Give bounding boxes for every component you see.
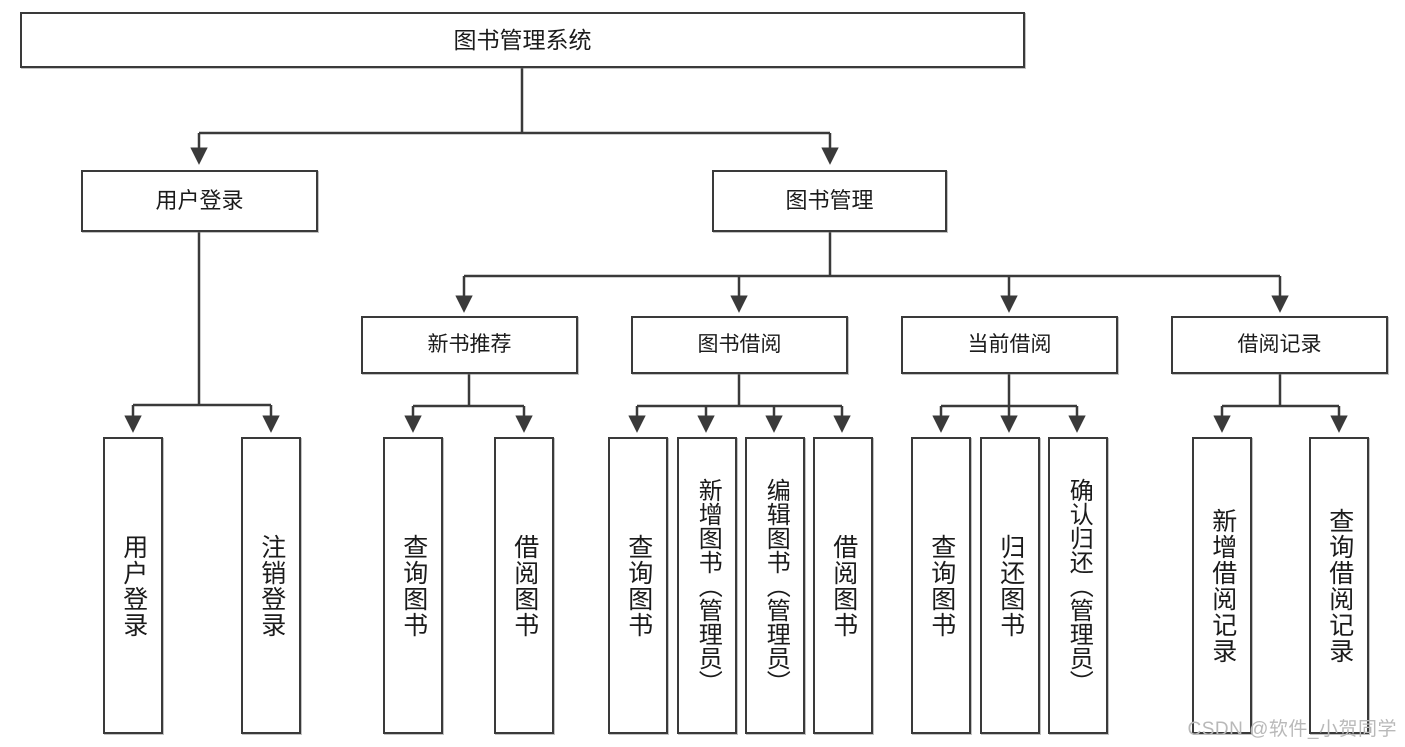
node-label: 查询图书 [399, 533, 428, 638]
node-current-borrow[interactable]: 当前借阅 [901, 316, 1118, 374]
leaf-newbook-query-book[interactable]: 查询图书 [383, 437, 443, 734]
leaf-current-query-book[interactable]: 查询图书 [911, 437, 971, 734]
leaf-borrow-borrow-book[interactable]: 借阅图书 [813, 437, 873, 734]
node-root-system[interactable]: 图书管理系统 [20, 12, 1025, 68]
node-label: 归还图书 [996, 533, 1025, 638]
leaf-current-return-book[interactable]: 归还图书 [980, 437, 1040, 734]
node-label: 查询图书 [927, 533, 956, 638]
node-label: 编辑图书（管理员） [762, 477, 790, 694]
node-label: 借阅记录 [1237, 332, 1322, 356]
node-user-login[interactable]: 用户登录 [81, 170, 318, 232]
leaf-newbook-borrow-book[interactable]: 借阅图书 [494, 437, 554, 734]
node-label: 用户登录 [119, 533, 148, 638]
leaf-user-logout[interactable]: 注销登录 [241, 437, 301, 734]
leaf-record-add-record[interactable]: 新增借阅记录 [1192, 437, 1252, 734]
leaf-current-confirm-return-admin[interactable]: 确认归还（管理员） [1048, 437, 1108, 734]
node-label: 图书借阅 [697, 332, 782, 356]
node-label: 新增借阅记录 [1208, 507, 1237, 664]
node-new-book-recommend[interactable]: 新书推荐 [361, 316, 578, 374]
node-label: 查询图书 [624, 533, 653, 638]
node-label: 图书管理 [785, 188, 874, 214]
leaf-borrow-query-book[interactable]: 查询图书 [608, 437, 668, 734]
node-label: 当前借阅 [967, 332, 1052, 356]
node-book-borrow[interactable]: 图书借阅 [631, 316, 848, 374]
node-label: 用户登录 [155, 188, 244, 214]
leaf-record-query-record[interactable]: 查询借阅记录 [1309, 437, 1369, 734]
leaf-borrow-add-book-admin[interactable]: 新增图书（管理员） [677, 437, 737, 734]
node-label: 查询借阅记录 [1325, 507, 1354, 664]
node-label: 确认归还（管理员） [1065, 477, 1093, 694]
node-label: 新增图书（管理员） [694, 477, 722, 694]
node-label: 借阅图书 [510, 533, 539, 638]
csdn-watermark: CSDN @软件_小贺同学 [1187, 719, 1397, 740]
node-book-management[interactable]: 图书管理 [712, 170, 947, 232]
node-label: 图书管理系统 [453, 26, 592, 53]
node-borrow-record[interactable]: 借阅记录 [1171, 316, 1388, 374]
node-label: 新书推荐 [427, 332, 512, 356]
node-label: 注销登录 [257, 533, 286, 638]
leaf-user-login[interactable]: 用户登录 [103, 437, 163, 734]
node-label: 借阅图书 [829, 533, 858, 638]
leaf-borrow-edit-book-admin[interactable]: 编辑图书（管理员） [745, 437, 805, 734]
